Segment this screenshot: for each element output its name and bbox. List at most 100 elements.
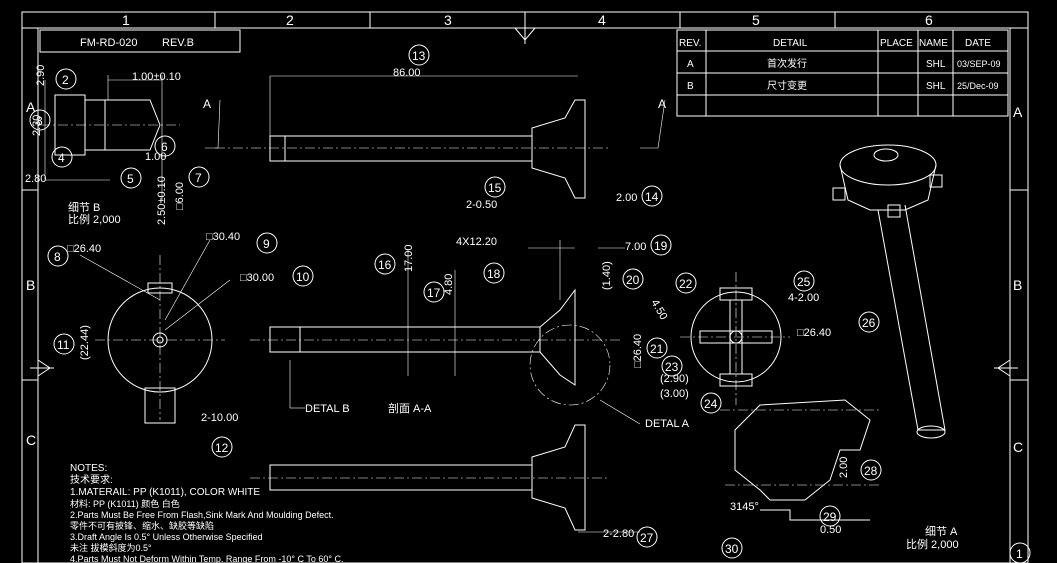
balloon-18: 18	[487, 267, 501, 281]
isometric-view	[832, 144, 946, 439]
balloon-27: 27	[640, 531, 654, 545]
rev-row-2-detail: 尺寸变更	[767, 79, 807, 92]
balloon-30: 30	[725, 542, 739, 556]
dim-2-30: 2.30	[31, 115, 43, 136]
balloon-group: 1 2 3 4 5 6 7 8 9 10 11 12 13 14 15 16 1…	[29, 44, 1031, 563]
rev-row-1-date: 03/SEP-09	[957, 59, 1001, 69]
rev-header-name: NAME	[919, 38, 948, 49]
dim-145-deg: 3145°	[730, 501, 759, 513]
dim-2-10-00: 2-10.00	[201, 412, 238, 424]
zone-row-a-left: A	[26, 99, 36, 115]
balloon-2: 2	[62, 73, 69, 87]
balloon-24: 24	[704, 397, 718, 411]
zone-row-b-left: B	[26, 277, 35, 293]
dim-2-00: 2.00	[616, 192, 637, 204]
drawing-frame	[21, 11, 1029, 563]
dim-30-40: □30.40	[206, 231, 240, 243]
balloon-8: 8	[54, 250, 61, 264]
balloon-14: 14	[645, 190, 659, 204]
note-line-4: 2.Parts Must Be Free From Flash,Sink Mar…	[70, 510, 334, 520]
dim-sq-6-00: □6.00	[174, 182, 186, 210]
dim-2-80: 2.80	[25, 173, 46, 185]
zone-col-6: 6	[925, 12, 933, 28]
balloon-3: 3	[36, 114, 43, 128]
balloon-29: 29	[823, 510, 837, 524]
balloon-7: 7	[195, 171, 202, 185]
top-shaft-view: 86.00 A A 2-0.50 2.00	[203, 67, 666, 211]
dim-4-80: 4.80	[443, 274, 455, 295]
balloon-5: 5	[127, 172, 134, 186]
zone-col-5: 5	[752, 12, 760, 28]
balloon-25: 25	[797, 275, 811, 289]
zone-row-a-right: A	[1013, 104, 1023, 120]
dim-4x12-20: 4X12.20	[456, 236, 497, 248]
dim-4-50: 4.50	[648, 298, 669, 323]
dim-1-40: (1.40)	[601, 261, 613, 290]
drawing-number: FM-RD-020	[80, 37, 137, 49]
dim-30-00: □30.00	[240, 272, 274, 284]
note-line-6: 3.Draft Angle Is 0.5° Unless Otherwise S…	[70, 532, 263, 542]
dim-22-44: (22.44)	[79, 325, 91, 360]
rev-row-1-rev: A	[687, 59, 694, 70]
balloon-13: 13	[412, 49, 426, 63]
balloon-12: 12	[215, 441, 229, 455]
note-line-5: 零件不可有披锋、缩水、缺胶等缺陷	[70, 520, 214, 531]
balloon-23: 23	[665, 360, 679, 374]
balloon-26: 26	[862, 316, 876, 330]
rev-row-2-rev: B	[687, 81, 694, 92]
zone-row-b-right: B	[1013, 277, 1022, 293]
dim-2-90: 2.90	[35, 65, 47, 86]
balloon-19: 19	[654, 239, 668, 253]
section-aa-view: 4X12.20 7.00 17.00 4.80 (1.40) 4.50 □26.…	[250, 236, 690, 430]
balloon-16: 16	[378, 258, 392, 272]
detail-b-scale: 比例 2,000	[68, 212, 121, 226]
detail-a-scale: 比例 2,000	[906, 537, 959, 551]
zone-col-3: 3	[444, 12, 452, 28]
balloon-28: 28	[864, 464, 878, 478]
dim-26-40-c: □26.40	[797, 327, 831, 339]
balloon-15: 15	[488, 181, 502, 195]
balloon-10: 10	[296, 270, 310, 284]
dim-1-00: 1.00±0.10	[132, 71, 181, 83]
dim-1-00b: 1.00	[145, 151, 166, 163]
balloon-4: 4	[58, 151, 65, 165]
dim-0-50: 0.50	[820, 524, 841, 536]
rev-header-detail: DETAIL	[773, 38, 808, 49]
note-line-7: 未注 拔模斜度为0.5°	[70, 542, 152, 553]
title-block: FM-RD-020 REV.B	[39, 29, 241, 53]
dim-4-2-00: 4-2.00	[788, 292, 819, 304]
section-marker-a-left: A	[203, 97, 211, 111]
detail-b-view: 1.00±0.10 1.00 2.80 2.90 2.30 2.50±0.10 …	[25, 65, 186, 226]
note-line-2: 1.MATERAIL: PP (K1011), COLOR WHITE	[70, 487, 260, 498]
end-view-left: □26.40 □30.40 □30.00 (22.44) 2-10.00	[67, 231, 274, 424]
detail-b-callout: DETAL B	[305, 403, 350, 415]
balloon-22: 22	[679, 277, 693, 291]
dim-86-00: 86.00	[393, 67, 421, 79]
zone-row-c-left: C	[26, 432, 36, 448]
dim-2-50: 2.50±0.10	[156, 176, 168, 225]
section-aa-label: 剖面 A-A	[388, 401, 432, 415]
end-view-right: 4-2.00 □26.40	[680, 272, 831, 405]
detail-b-title: 细节 B	[68, 201, 100, 214]
detail-a-view: 2.00 0.50 3145° 细节 A 比例 2,000	[720, 399, 959, 551]
dim-26-40-a: □26.40	[67, 243, 101, 255]
rev-row-1-name: SHL	[926, 59, 946, 70]
zone-col-2: 2	[286, 12, 294, 28]
revision-table: REV. DETAIL PLACE NAME DATE A 首次发行 SHL 0…	[676, 29, 1009, 117]
detail-a-title: 细节 A	[925, 525, 958, 538]
notes-block: NOTES: 技术要求: 1.MATERAIL: PP (K1011), COL…	[70, 463, 343, 563]
zone-col-1: 1	[122, 12, 130, 28]
rev-row-1-detail: 首次发行	[767, 57, 807, 70]
note-line-8: 4.Parts Must Not Deform Within Temp. Ran…	[70, 554, 343, 563]
rev-row-2-date: 25/Dec-09	[957, 81, 999, 91]
dim-2-0-50: 2-0.50	[466, 199, 497, 211]
detail-a-callout: DETAL A	[645, 418, 690, 430]
zone-col-4: 4	[598, 12, 606, 28]
balloon-9: 9	[263, 237, 270, 251]
note-line-0: NOTES:	[70, 463, 107, 474]
dim-2-2-80: 2-2.80	[603, 528, 634, 540]
dim-26-40-b: □26.40	[632, 334, 644, 368]
rev-header-place: PLACE	[880, 38, 913, 49]
dim-7-00: 7.00	[625, 241, 646, 253]
